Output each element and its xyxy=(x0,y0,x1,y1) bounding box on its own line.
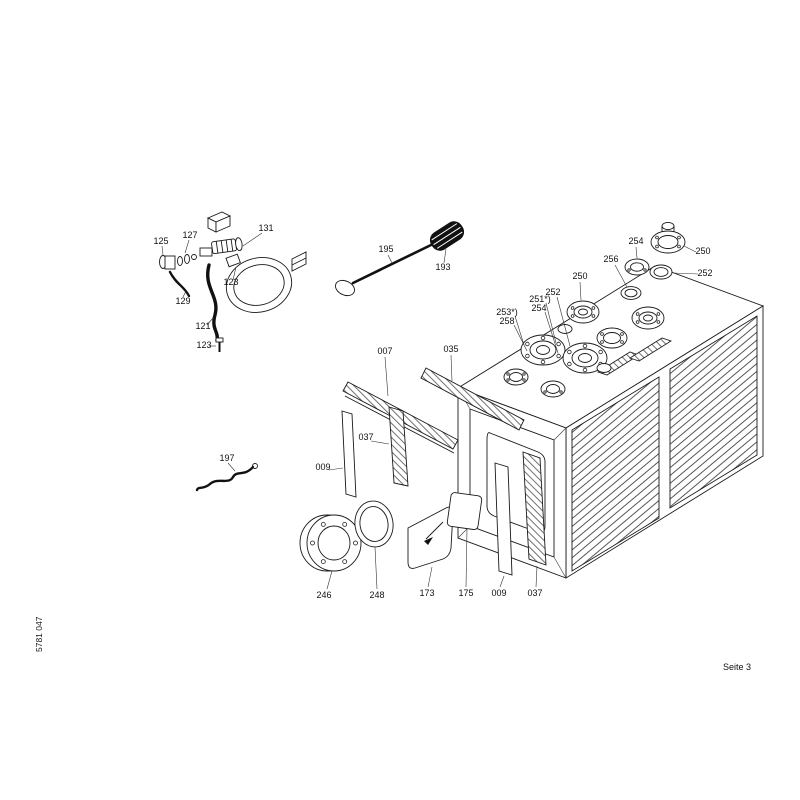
washer-127b xyxy=(184,254,190,264)
clamp-ring xyxy=(225,257,293,313)
part-label-125: 125 xyxy=(153,236,168,246)
part-label-250-mid: 250 xyxy=(572,271,587,281)
strip-037-left xyxy=(388,406,409,487)
cap-250 xyxy=(650,221,686,254)
hose-assembly xyxy=(159,211,307,352)
cup-246 xyxy=(299,514,362,572)
part-label-037-left: 037 xyxy=(358,432,373,442)
part-label-037-right: 037 xyxy=(527,588,542,598)
part-label-193: 193 xyxy=(435,262,450,272)
fitting-131 xyxy=(211,237,243,255)
part-label-123b: 123 xyxy=(196,340,211,350)
part-label-009-right: 009 xyxy=(491,588,506,598)
fitting-125-body xyxy=(164,255,176,270)
part-label-127: 127 xyxy=(182,230,197,240)
top-grate-2 xyxy=(629,337,672,362)
frame-strips xyxy=(341,367,547,576)
cap-stack xyxy=(620,221,686,300)
part-label-123a: 123 xyxy=(223,277,238,287)
grip-193 xyxy=(429,221,465,251)
part-label-007: 007 xyxy=(377,346,392,356)
part-label-246: 246 xyxy=(316,590,331,600)
part-label-035: 035 xyxy=(443,344,458,354)
gasket-175 xyxy=(446,492,483,530)
part-label-252-top: 252 xyxy=(697,268,712,278)
part-label-254-top: 254 xyxy=(628,236,643,246)
washer-127c xyxy=(191,254,197,260)
hose-121 xyxy=(206,263,220,342)
part-labels: 125 127 131 129 123 121 123 195 193 254 … xyxy=(153,223,712,600)
part-label-131: 131 xyxy=(258,223,273,233)
screw-123 xyxy=(215,337,224,352)
flange-254 xyxy=(562,342,608,374)
wire-197 xyxy=(195,463,258,492)
flange-mid-2 xyxy=(631,306,665,330)
strip-009-right xyxy=(494,462,513,576)
leader-lines xyxy=(161,232,699,590)
dipstick-assembly xyxy=(335,221,465,297)
page-number: Seite 3 xyxy=(723,662,751,672)
clamp-screw-housing xyxy=(225,253,241,268)
part-label-121: 121 xyxy=(195,321,210,331)
clip-bracket xyxy=(291,251,307,272)
part-label-248: 248 xyxy=(369,590,384,600)
seal-ring-top-2 xyxy=(557,324,573,334)
seal-ring-top-1 xyxy=(596,363,612,373)
tank-top-flanges xyxy=(503,300,665,398)
dipstick-rod xyxy=(351,243,433,285)
flange-mid-1 xyxy=(596,327,628,349)
flange-254-stack xyxy=(624,258,650,276)
part-label-129: 129 xyxy=(175,296,190,306)
flange-250-mid xyxy=(566,300,600,324)
ring-256 xyxy=(620,286,642,300)
hose-129 xyxy=(168,270,191,298)
part-label-258: 258 xyxy=(499,316,514,326)
dipstick-handle-loop xyxy=(335,279,355,297)
strip-035 xyxy=(420,367,525,431)
clip-block xyxy=(206,211,232,233)
ring-252 xyxy=(649,264,673,280)
strip-009-left xyxy=(341,410,357,498)
ring-248 xyxy=(354,500,394,548)
part-label-175: 175 xyxy=(458,588,473,598)
arrow-icon xyxy=(424,537,433,545)
frame-corner-line xyxy=(553,427,567,441)
flange-small-1 xyxy=(503,368,529,386)
part-label-173: 173 xyxy=(419,588,434,598)
fitting-131-neck xyxy=(199,247,213,257)
strip-037-right xyxy=(522,451,547,566)
part-label-197: 197 xyxy=(219,453,234,463)
part-label-195: 195 xyxy=(378,244,393,254)
part-label-252-mid: 252 xyxy=(545,287,560,297)
part-label-250-top: 250 xyxy=(695,246,710,256)
plate-173 xyxy=(407,506,454,569)
part-label-251: 251*) xyxy=(529,294,551,304)
flange-small-2 xyxy=(540,380,566,398)
flange-258 xyxy=(520,334,566,366)
part-label-256: 256 xyxy=(603,254,618,264)
part-label-009-left: 009 xyxy=(315,462,330,472)
part-label-254-mid: 254 xyxy=(531,303,546,313)
part-label-253: 253*) xyxy=(496,307,518,317)
tank-body xyxy=(456,265,765,579)
louver-panel-1 xyxy=(571,376,660,572)
louver-panel-2 xyxy=(669,315,758,509)
document-code: 5781 047 xyxy=(34,616,44,652)
cover-parts xyxy=(299,492,483,572)
washer-127a xyxy=(177,256,183,266)
frame-corner-line xyxy=(553,556,567,579)
